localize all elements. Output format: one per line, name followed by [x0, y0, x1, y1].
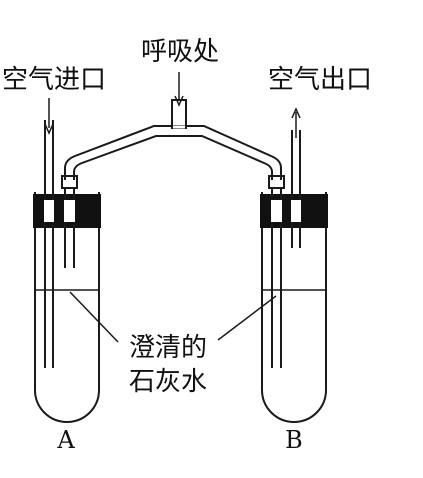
- air-inlet-label: 空气进口: [2, 65, 106, 95]
- air-outlet-label: 空气出口: [268, 65, 372, 95]
- tube-b-label: B: [285, 426, 303, 454]
- leader-line-b: [217, 295, 277, 341]
- limewater-label-line2: 石灰水: [129, 367, 207, 397]
- tube-a-label: A: [56, 426, 75, 454]
- limewater-label-line1: 澄清的: [129, 333, 207, 363]
- test-tube-a: [34, 192, 100, 423]
- bridge-tube-inner: [73, 135, 273, 180]
- bridge-tube-outer: [64, 125, 282, 180]
- breath-label: 呼吸处: [141, 37, 219, 67]
- test-tube-b: [261, 192, 327, 423]
- leader-line-a: [69, 291, 119, 343]
